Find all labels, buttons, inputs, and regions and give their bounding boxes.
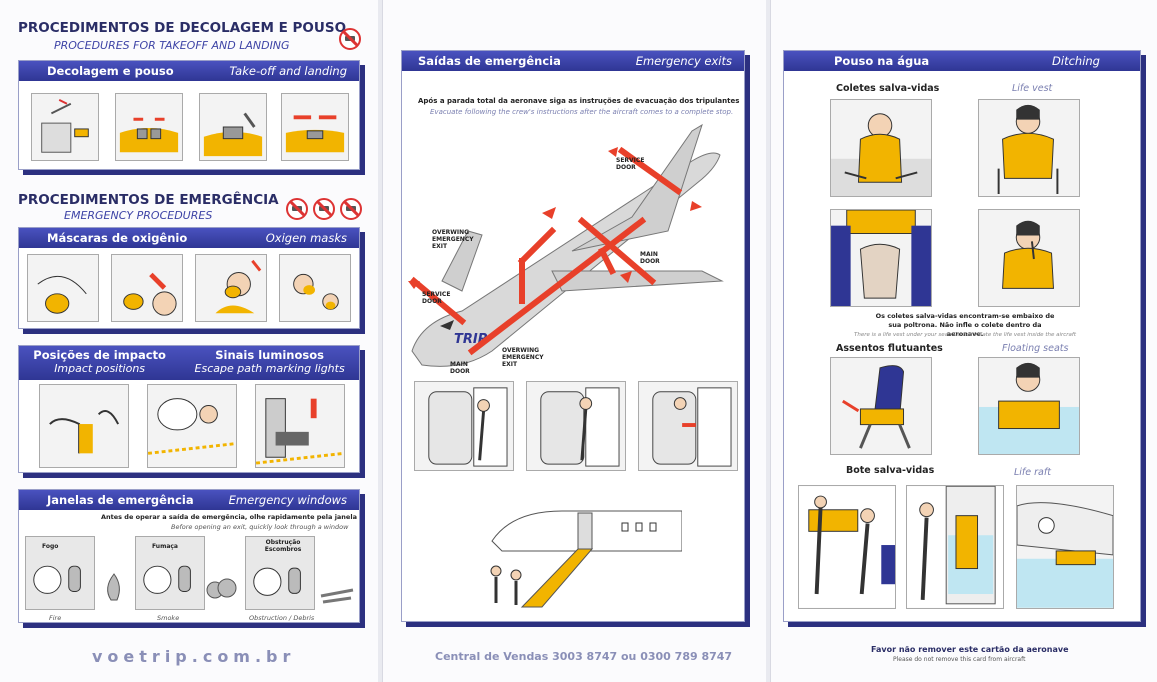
windows-bar: Janelas de emergência Emergency windows [19,490,359,510]
do-not-remove-note: Favor não remover este cartão da aeronav… [871,645,1069,654]
exits-bar: Saídas de emergência Emergency exits [402,51,744,71]
floating-seat-pic-1 [830,357,932,455]
life-vest-title: Coletes salva-vidas [836,83,940,94]
oxygen-title-en: Oxigen masks [265,231,347,245]
oxygen-pic-2 [111,254,183,322]
oxygen-pic-1 [27,254,99,322]
takeoff-pic-4 [281,93,349,161]
overwing-exit-label-top: OVERWING EMERGENCY EXIT [432,229,474,250]
door-operation-pic-2 [526,381,626,471]
lights-title: Sinais luminosos [215,348,324,362]
lights-title-en: Escape path marking lights [194,362,345,375]
windows-note: Antes de operar a saída de emergência, o… [101,513,357,521]
vest-pic-3 [830,209,932,307]
obstruction-window-pic: Obstrução Escombros [245,536,315,610]
obstruction-label: Obstrução Escombros [264,539,302,553]
emergency-windows-box: Janelas de emergência Emergency windows … [18,489,360,623]
vest-pic-4 [978,209,1080,307]
life-raft-title: Bote salva-vidas [846,465,935,476]
takeoff-pic-1 [31,93,99,161]
ditching-title-en: Ditching [1052,54,1100,68]
impact-pic-1 [39,384,129,468]
takeoff-title-en: Take-off and landing [229,64,347,78]
takeoff-pic-3 [199,93,267,161]
windows-title-en: Emergency windows [228,493,347,507]
do-not-remove-note-en: Please do not remove this card from airc… [893,656,1026,663]
slide-evacuation-pic [482,491,683,611]
takeoff-pic-2 [115,93,183,161]
oxygen-masks-box: Máscaras de oxigênio Oxigen masks [18,227,360,329]
panel-right: Pouso na água Ditching Coletes salva-vid… [770,0,1157,682]
takeoff-title: Decolagem e pouso [47,64,174,78]
smoke-label-en: Smoke [157,614,180,622]
door-operation-pic-1 [414,381,514,471]
obstruction-label-en: Obstruction / Debris [249,614,315,622]
ditching-title: Pouso na água [834,54,930,68]
emergency-exits-box: Saídas de emergência Emergency exits Apó… [401,50,745,622]
service-door-label-top: SERVICE DOOR [616,157,645,171]
life-raft-title-en: Life raft [1014,467,1051,478]
no-baggage-icon [313,198,335,220]
ditching-bar: Pouso na água Ditching [784,51,1140,71]
windows-title: Janelas de emergência [47,493,194,507]
fire-icon [99,572,129,602]
fire-label: Fogo [42,543,59,550]
aircraft-diagram: TRIP SERVICE DOOR OVERWING EMERGENCY EXI… [402,121,746,375]
emergency-subtitle: EMERGENCY PROCEDURES [64,209,213,222]
exits-title-en: Emergency exits [635,54,732,68]
floating-seats-title-en: Floating seats [1002,343,1069,354]
vest-note-en: There is a life vest under your seat. Do… [853,332,1076,338]
procedures-subtitle: PROCEDURES FOR TAKEOFF AND LANDING [54,39,290,52]
vest-pic-1 [830,99,932,197]
overwing-exit-label-bottom: OVERWING EMERGENCY EXIT [502,347,544,368]
oxygen-pic-4 [279,254,351,322]
raft-pic-2 [906,485,1004,609]
takeoff-landing-bar: Decolagem e pouso Take-off and landing [19,61,359,81]
main-door-label-right: MAIN DOOR [640,251,660,265]
lights-pic [255,384,345,468]
smoke-label: Fumaça [152,543,178,550]
door-operation-pic-3 [638,381,738,471]
no-high-heels-icon [340,198,362,220]
impact-title: Posições de impacto [33,348,166,362]
life-vest-title-en: Life vest [1012,83,1053,94]
raft-pic-3 [1016,485,1114,609]
panel-middle: Saídas de emergência Emergency exits Apó… [382,0,766,682]
oxygen-title: Máscaras de oxigênio [47,231,188,245]
service-door-label-left: SERVICE DOOR [422,291,451,305]
sales-phone: Central de Vendas 3003 8747 ou 0300 789 … [435,650,733,663]
impact-title-en: Impact positions [54,362,146,375]
evacuate-note-en: Evacuate following the crew's instructio… [430,108,734,116]
impact-pic-2 [147,384,237,468]
ditching-box: Pouso na água Ditching Coletes salva-vid… [783,50,1141,622]
windows-note-en: Before opening an exit, quickly look thr… [171,523,349,531]
smoke-icon [205,576,239,602]
oxygen-pic-3 [195,254,267,322]
takeoff-landing-box: Decolagem e pouso Take-off and landing [18,60,360,170]
fire-window-pic: Fogo [25,536,95,610]
emergency-title: PROCEDIMENTOS DE EMERGÊNCIA [18,192,279,208]
exits-title: Saídas de emergência [418,54,561,68]
debris-icon [319,586,355,606]
smoke-window-pic: Fumaça [135,536,205,610]
no-smoking-icon [286,198,308,220]
main-door-label-bottom: MAIN DOOR [450,361,470,375]
vest-note: Os coletes salva-vidas encontram-se emba… [875,312,1055,338]
procedures-title: PROCEDIMENTOS DE DECOLAGEM E POUSO [18,20,347,36]
evacuate-note: Após a parada total da aeronave siga as … [418,97,740,105]
no-smoking-icon [339,28,361,50]
website-link[interactable]: voetrip.com.br [92,647,296,666]
fire-label-en: Fire [49,614,62,622]
vest-pic-2 [978,99,1080,197]
floating-seats-title: Assentos flutuantes [836,343,943,354]
raft-pic-1 [798,485,896,609]
panel-left: PROCEDIMENTOS DE DECOLAGEM E POUSO PROCE… [0,0,378,682]
oxygen-bar: Máscaras de oxigênio Oxigen masks [19,228,359,248]
floating-seat-pic-2 [978,357,1080,455]
